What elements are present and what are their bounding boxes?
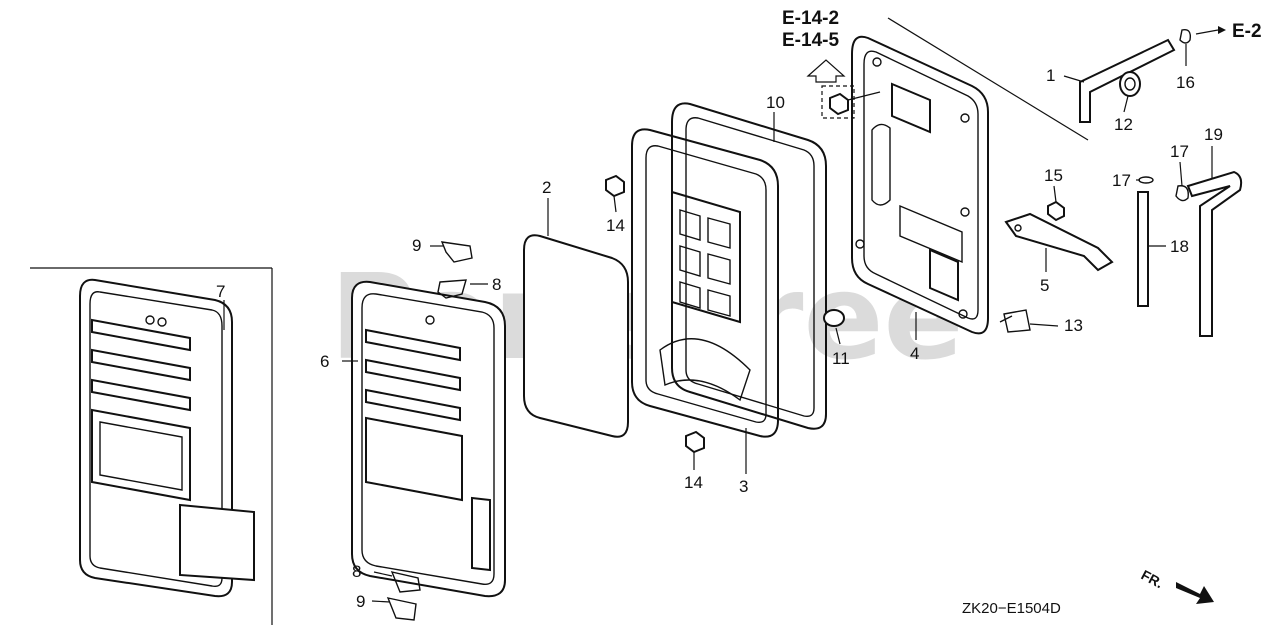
callout-18[interactable]: 18: [1170, 237, 1189, 256]
callout-9-lower[interactable]: 9: [356, 592, 365, 611]
callout-17-left[interactable]: 17: [1112, 171, 1131, 190]
callout-8-lower[interactable]: 8: [352, 562, 361, 581]
part-5-stay-bracket[interactable]: [1004, 212, 1114, 272]
callout-numbers: 1 2 3 4 5 6 7 8 8 9 9 10 11 12 13 14 14 …: [216, 66, 1223, 611]
callout-10[interactable]: 10: [766, 93, 785, 112]
part-14-nut-upper[interactable]: [605, 174, 625, 198]
part-3-element-case[interactable]: [631, 128, 779, 438]
part-16-clip[interactable]: [1179, 29, 1192, 44]
frame-lines: [30, 17, 1089, 625]
callout-6[interactable]: 6: [320, 352, 329, 371]
part-14-nut-lower[interactable]: [685, 430, 705, 454]
callout-14-upper[interactable]: 14: [606, 216, 625, 235]
callout-12[interactable]: 12: [1114, 115, 1133, 134]
callout-15[interactable]: 15: [1044, 166, 1063, 185]
part-8-9-clips[interactable]: [386, 241, 473, 621]
e2-arrow: [1195, 26, 1226, 35]
callout-2[interactable]: 2: [542, 178, 551, 197]
callout-19[interactable]: 19: [1204, 125, 1223, 144]
part-12-grommet[interactable]: [1119, 71, 1141, 97]
front-direction-marker: FR.: [1139, 567, 1214, 604]
e14-reference-marker: [806, 59, 881, 119]
part-4-base-plate[interactable]: [851, 35, 989, 335]
part-2-filter-element[interactable]: [523, 234, 629, 438]
callout-17-top[interactable]: 17: [1170, 142, 1189, 161]
part-19-bent-tube[interactable]: [1186, 170, 1243, 337]
part-11-collar[interactable]: [823, 309, 845, 327]
part-7-outer-cover[interactable]: [79, 278, 255, 598]
part-15-nut[interactable]: [1047, 200, 1065, 222]
ref-e2[interactable]: E-2: [1232, 21, 1262, 42]
callout-16[interactable]: 16: [1176, 73, 1195, 92]
drawing-code: ZK20−E1504D: [962, 600, 1061, 617]
ref-e14-5[interactable]: E-14-5: [782, 30, 839, 51]
callout-8-upper[interactable]: 8: [492, 275, 501, 294]
leader-lines: [223, 44, 1213, 603]
front-arrow-icon: [1176, 582, 1214, 604]
ref-e14-2[interactable]: E-14-2: [782, 8, 839, 29]
callout-1[interactable]: 1: [1046, 66, 1055, 85]
callout-3[interactable]: 3: [739, 477, 748, 496]
callout-14-lower[interactable]: 14: [684, 473, 703, 492]
part-10-gasket[interactable]: [671, 102, 827, 430]
callout-11[interactable]: 11: [832, 349, 850, 368]
callout-4[interactable]: 4: [910, 344, 919, 363]
part-1-breather-tube[interactable]: [1079, 38, 1176, 123]
callout-7[interactable]: 7: [216, 282, 225, 301]
part-6-inner-cover[interactable]: [351, 280, 506, 598]
part-18-tube[interactable]: [1137, 191, 1149, 307]
callout-9-upper[interactable]: 9: [412, 236, 421, 255]
callout-5[interactable]: 5: [1040, 276, 1049, 295]
part-13-clip[interactable]: [999, 309, 1031, 333]
front-label: FR.: [1139, 567, 1166, 592]
callout-13[interactable]: 13: [1064, 316, 1083, 335]
